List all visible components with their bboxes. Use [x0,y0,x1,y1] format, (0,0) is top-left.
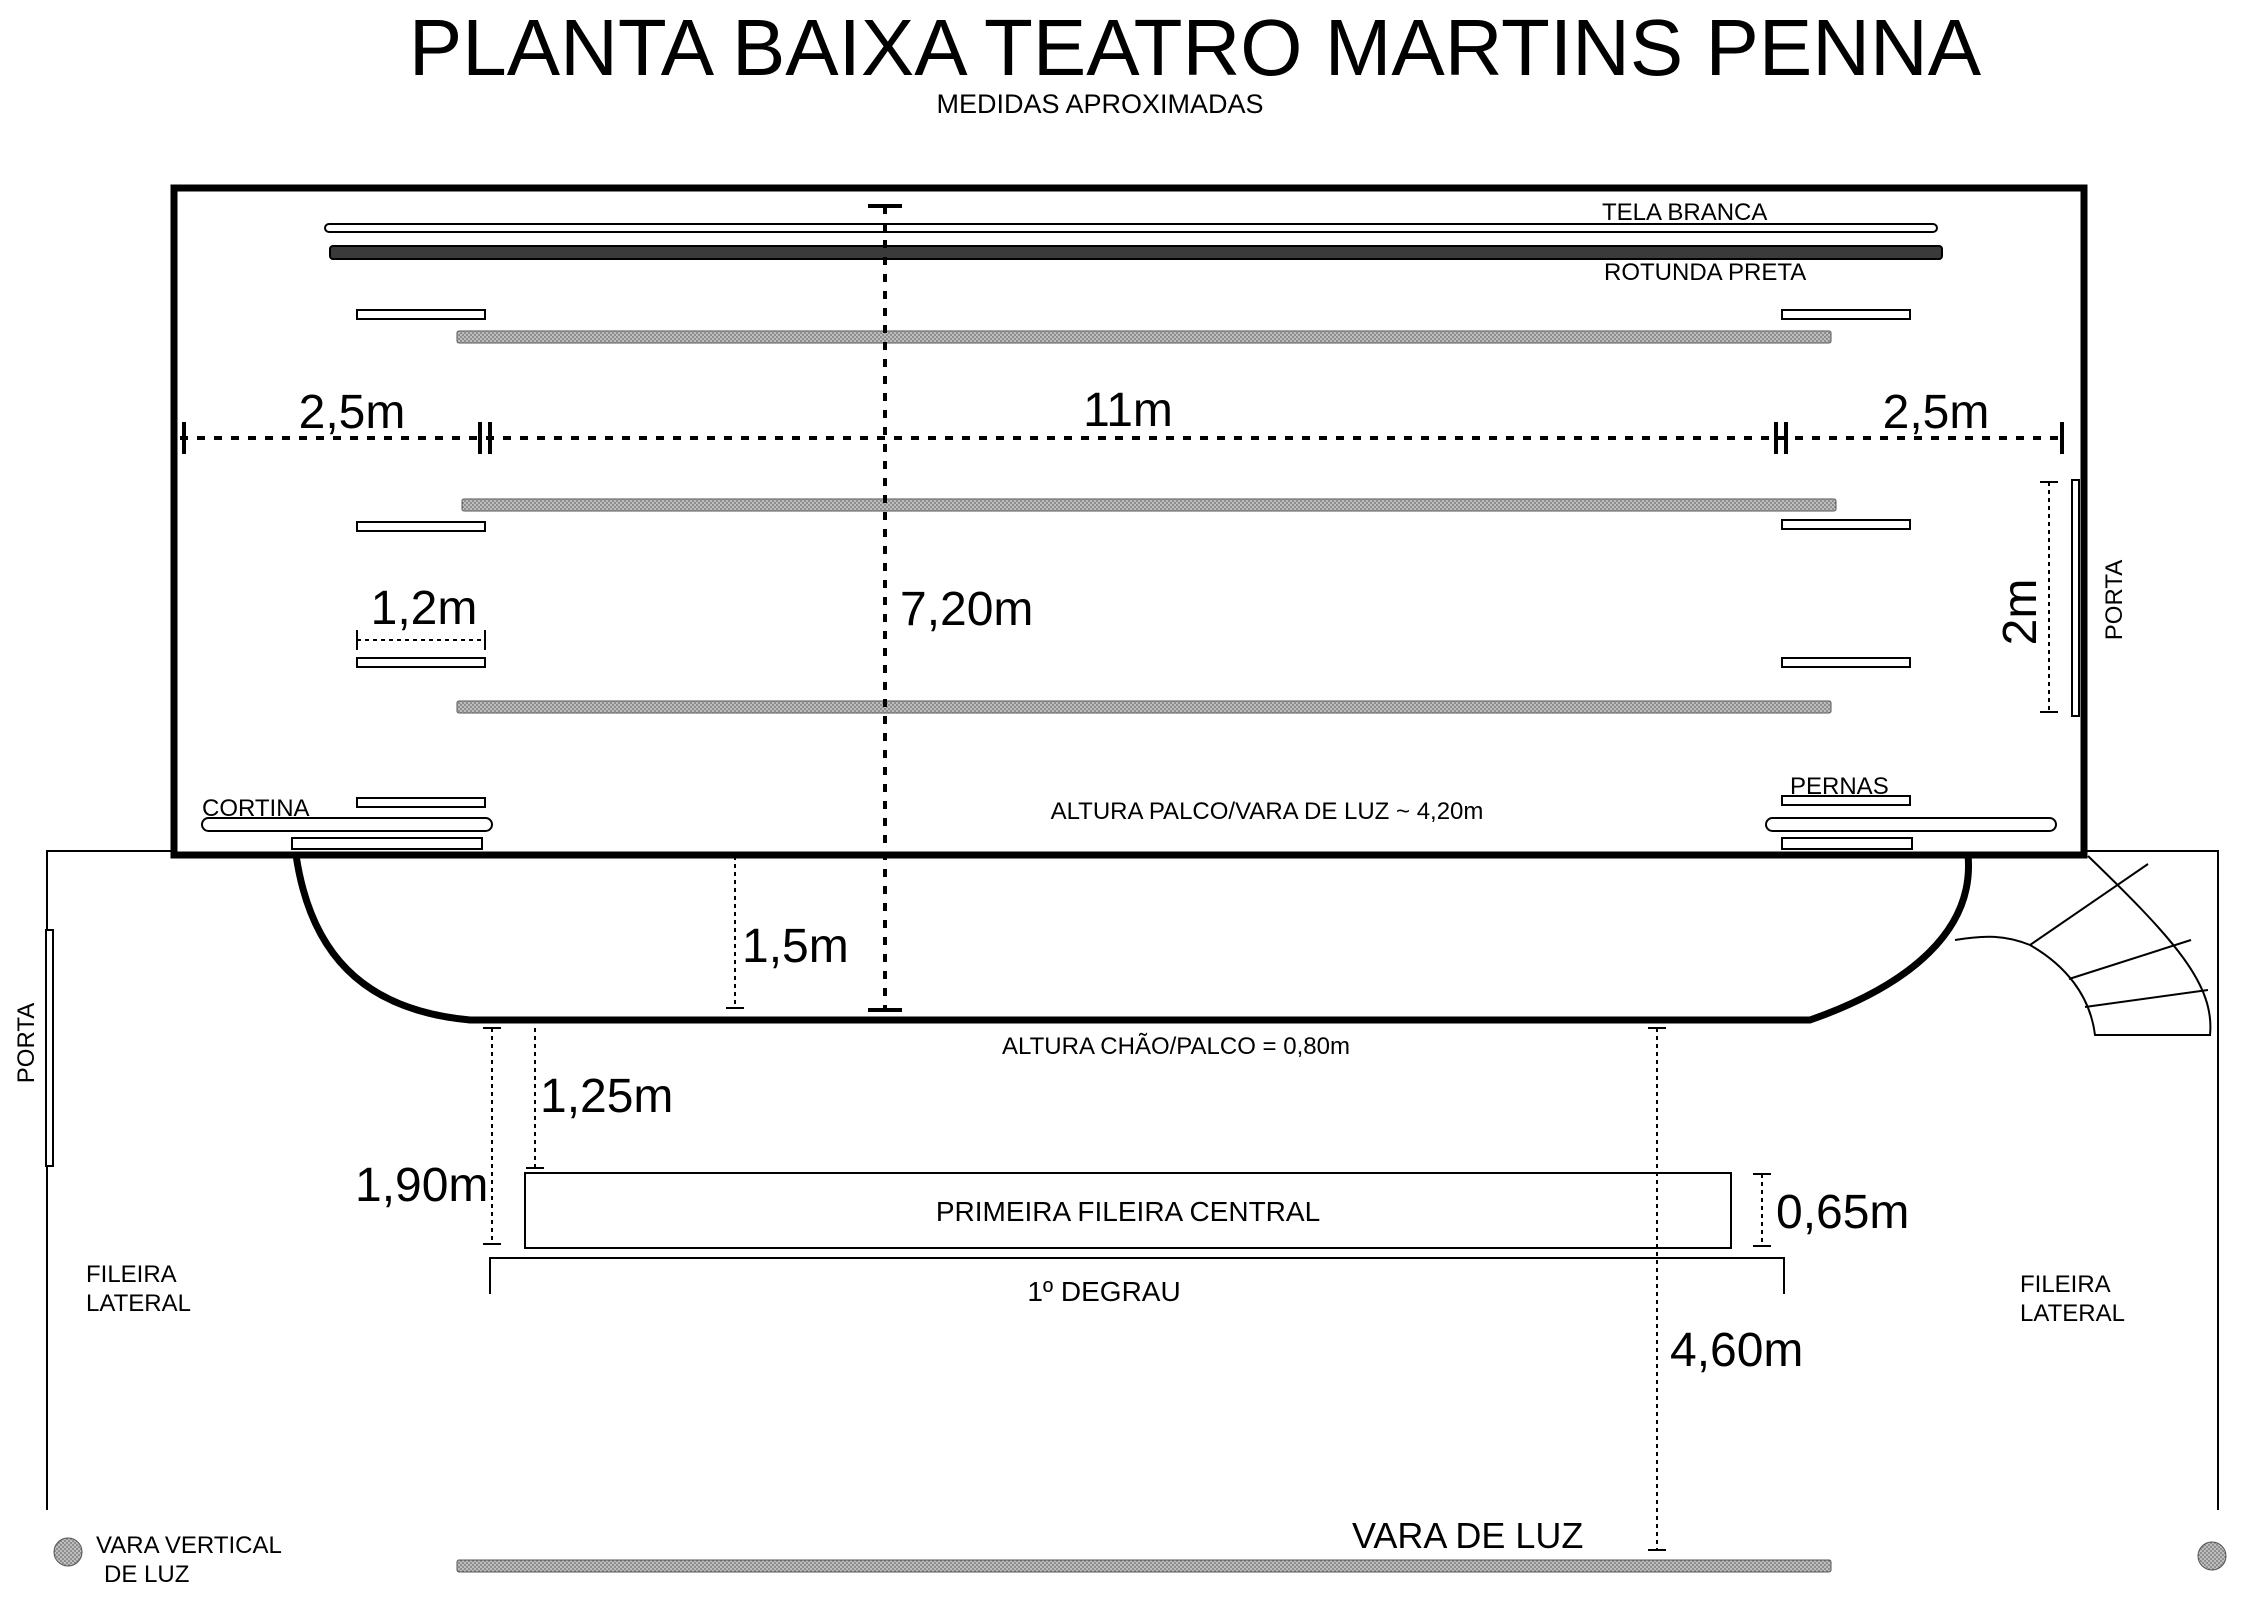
porta-left-label: PORTA [13,1003,40,1083]
plan-title: PLANTA BAIXA TEATRO MARTINS PENNA [409,3,1982,92]
door-left [45,929,54,1167]
dim-wing-left: 2,5m [299,386,406,439]
dim-apron-depth: 1,5m [742,920,849,973]
row-depth-dimension [1753,1173,1771,1247]
fileira-lateral-right-line1: FILEIRA [2020,1271,2111,1298]
staircase [1954,855,2212,1036]
primeira-fileira-label: PRIMEIRA FILEIRA CENTRAL [936,1196,1320,1227]
dim-wing-right: 2,5m [1883,386,1990,439]
rotunda-preta-label: ROTUNDA PRETA [1604,259,1806,286]
depth-dimension-line [868,204,902,1012]
tela-branca-bar [324,223,1938,233]
leg-width-dimension [356,630,486,650]
vara-de-luz-house [456,1559,1832,1573]
dim-stage-width: 11m [1083,384,1173,437]
width-dimension-line [180,422,2064,454]
dim-stage-to-light-bar: 4,60m [1670,1324,1803,1377]
vara-vertical-right [2197,1541,2227,1571]
vara-vertical-label-line2: DE LUZ [104,1561,189,1588]
vara-luz-stage-3 [456,700,1832,714]
stage-outline [170,184,2088,859]
dim-door-width: 2m [1994,579,2047,646]
pernas-label: PERNAS [1790,773,1889,800]
dim-stage-depth: 7,20m [900,583,1033,636]
dim-row-depth: 0,65m [1776,1186,1909,1239]
fileira-lateral-left-line1: FILEIRA [86,1261,177,1288]
apron-depth-dimension [726,855,744,1009]
apron-outline [292,854,1972,1024]
pernas-left [291,309,486,850]
row-inner-dimension [526,1028,544,1169]
row-outer-dimension [483,1027,501,1245]
vara-luz-stage-1 [456,330,1832,344]
vara-vertical-left [53,1537,83,1567]
house-wall-right [2084,850,2219,1510]
altura-chao-label: ALTURA CHÃO/PALCO = 0,80m [1002,1033,1350,1060]
fileira-lateral-right-line2: LATERAL [2020,1300,2125,1327]
vara-luz-stage-2 [461,498,1837,512]
door-right [2071,479,2080,717]
rotunda-preta-bar [329,245,1943,260]
door-dimension [2040,481,2058,713]
dim-stage-to-row-inner: 1,25m [540,1070,673,1123]
tela-branca-label: TELA BRANCA [1602,199,1767,226]
degrau-bracket [489,1257,1785,1294]
degrau-label: 1º DEGRAU [1027,1276,1180,1307]
altura-palco-label: ALTURA PALCO/VARA DE LUZ ~ 4,20m [1051,798,1484,825]
cortina-left [201,817,493,832]
light-bar-distance-dimension [1648,1027,1666,1551]
pernas-right [1781,309,1913,850]
porta-right-label: PORTA [2101,560,2128,640]
house-wall-left [46,850,174,1510]
vara-vertical-label-line1: VARA VERTICAL [96,1532,282,1559]
dim-stage-to-row-outer: 1,90m [355,1159,488,1212]
cortina-label: CORTINA [202,795,310,822]
plan-subtitle: MEDIDAS APROXIMADAS [936,89,1263,119]
cortina-right [1765,817,2057,832]
vara-de-luz-label: VARA DE LUZ [1352,1515,1583,1556]
fileira-lateral-left-line2: LATERAL [86,1290,191,1317]
dim-leg-width: 1,2m [371,582,478,635]
primeira-fileira-box [524,1172,1732,1249]
